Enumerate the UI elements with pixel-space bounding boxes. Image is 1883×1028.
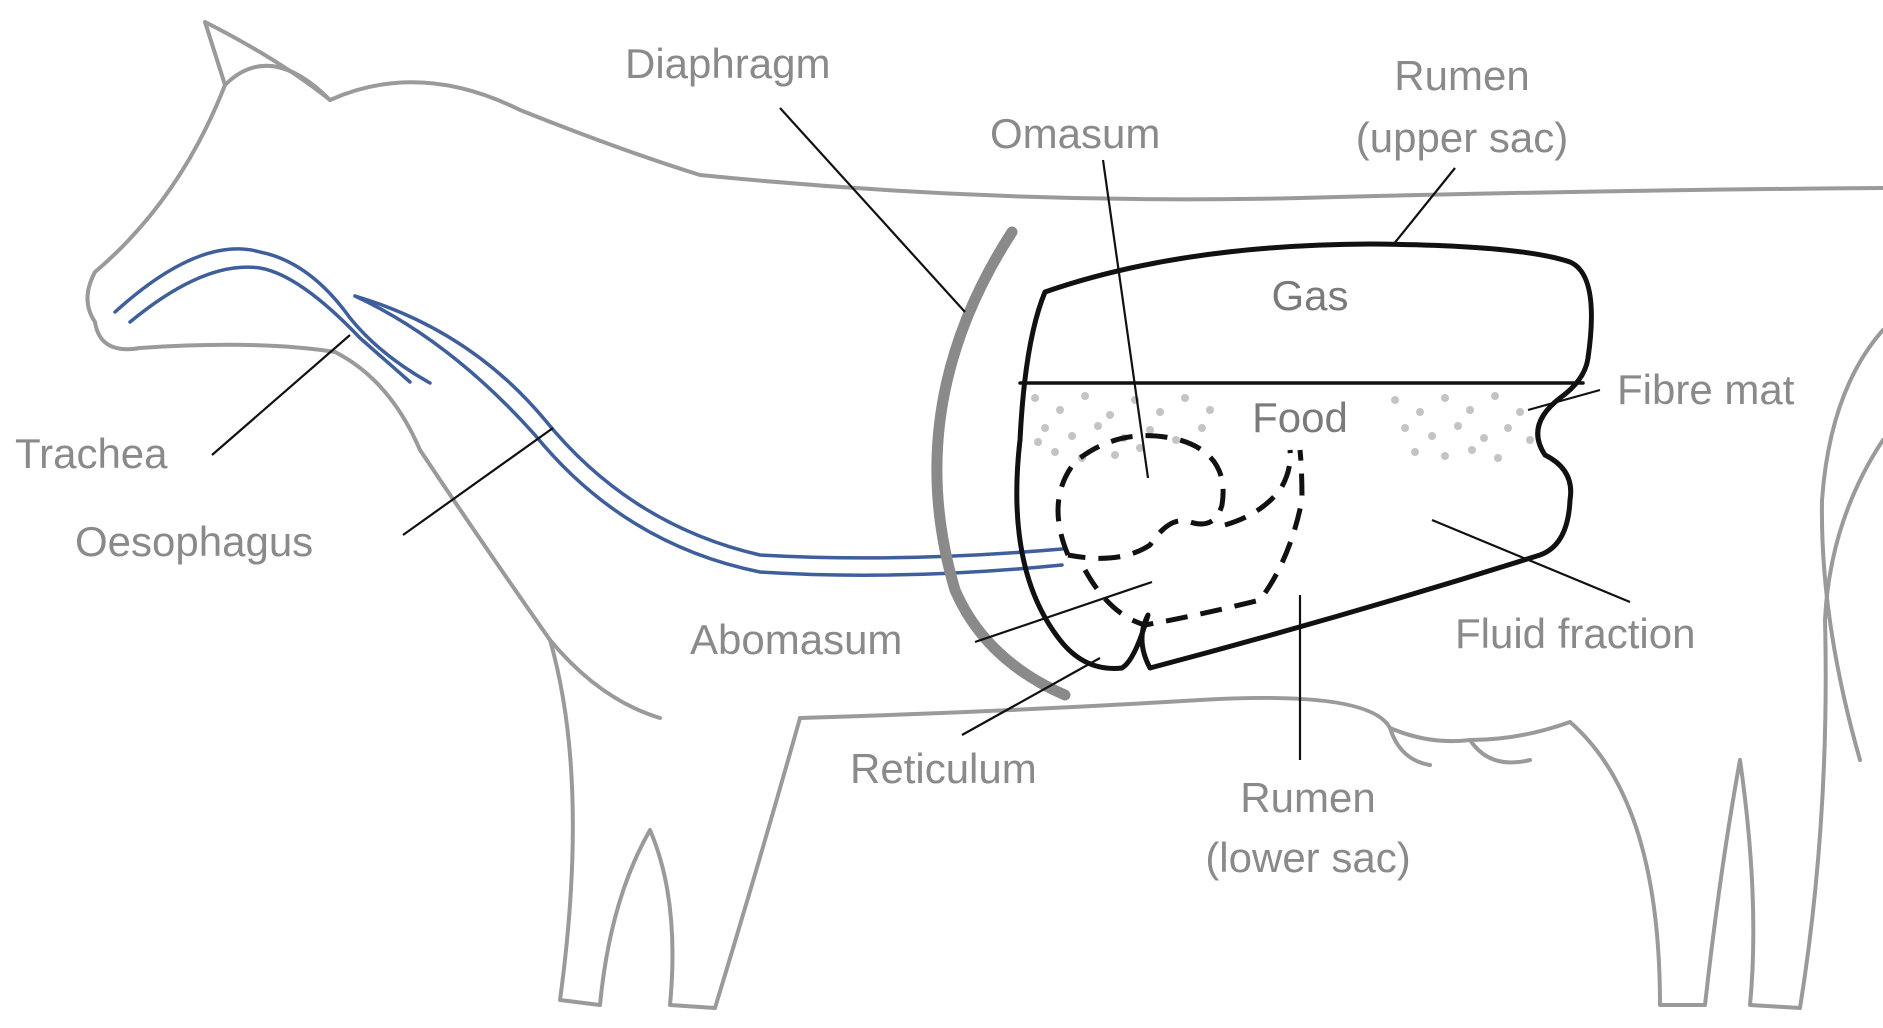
reticulum-leader [962,658,1100,735]
omasum-label: Omasum [990,110,1160,157]
diaphragm-label: Diaphragm [625,40,830,87]
cow-outline-ear [225,66,330,100]
cow-outline-front-legs [550,640,800,1008]
fibre-mat-particles-right [1391,392,1534,462]
diaphragm-leader [780,108,965,312]
abomasum-leader [975,582,1152,642]
oesophagus-leader [403,428,553,535]
rumen-lower-label-line1: Rumen [1240,774,1375,821]
rumen-lower-label-line2: (lower sac) [1205,834,1410,881]
fluid-fraction-label: Fluid fraction [1455,610,1695,657]
trachea-leader [212,335,350,455]
omasum-dashed-outline [1058,436,1223,559]
cow-outline-tail [1822,330,1883,760]
oesophagus-label: Oesophagus [75,518,313,565]
trachea-tube-inner [130,267,410,382]
cow-outline-hind-legs [1570,440,1883,1008]
abomasum-label: Abomasum [690,616,902,663]
reticulum-label: Reticulum [850,745,1037,792]
fluid-fraction-leader [1432,520,1630,602]
gas-label: Gas [1271,272,1348,319]
rumen-upper-label-line1: Rumen [1394,52,1529,99]
abomasum-dashed-inner [1225,450,1290,525]
trachea-label: Trachea [15,430,168,477]
rumen-upper-leader [1393,168,1455,245]
cow-outline-belly [800,698,1570,741]
fibre-mat-particles-left [1031,392,1214,462]
food-label: Food [1252,394,1348,441]
rumen-upper-label-line2: (upper sac) [1356,114,1568,161]
trachea-tube [115,249,430,383]
cow-outline-neck-chest [335,352,660,718]
abomasum-dashed-outline [1085,450,1302,625]
fibre-mat-label: Fibre mat [1617,366,1795,413]
omasum-leader [1103,160,1148,478]
